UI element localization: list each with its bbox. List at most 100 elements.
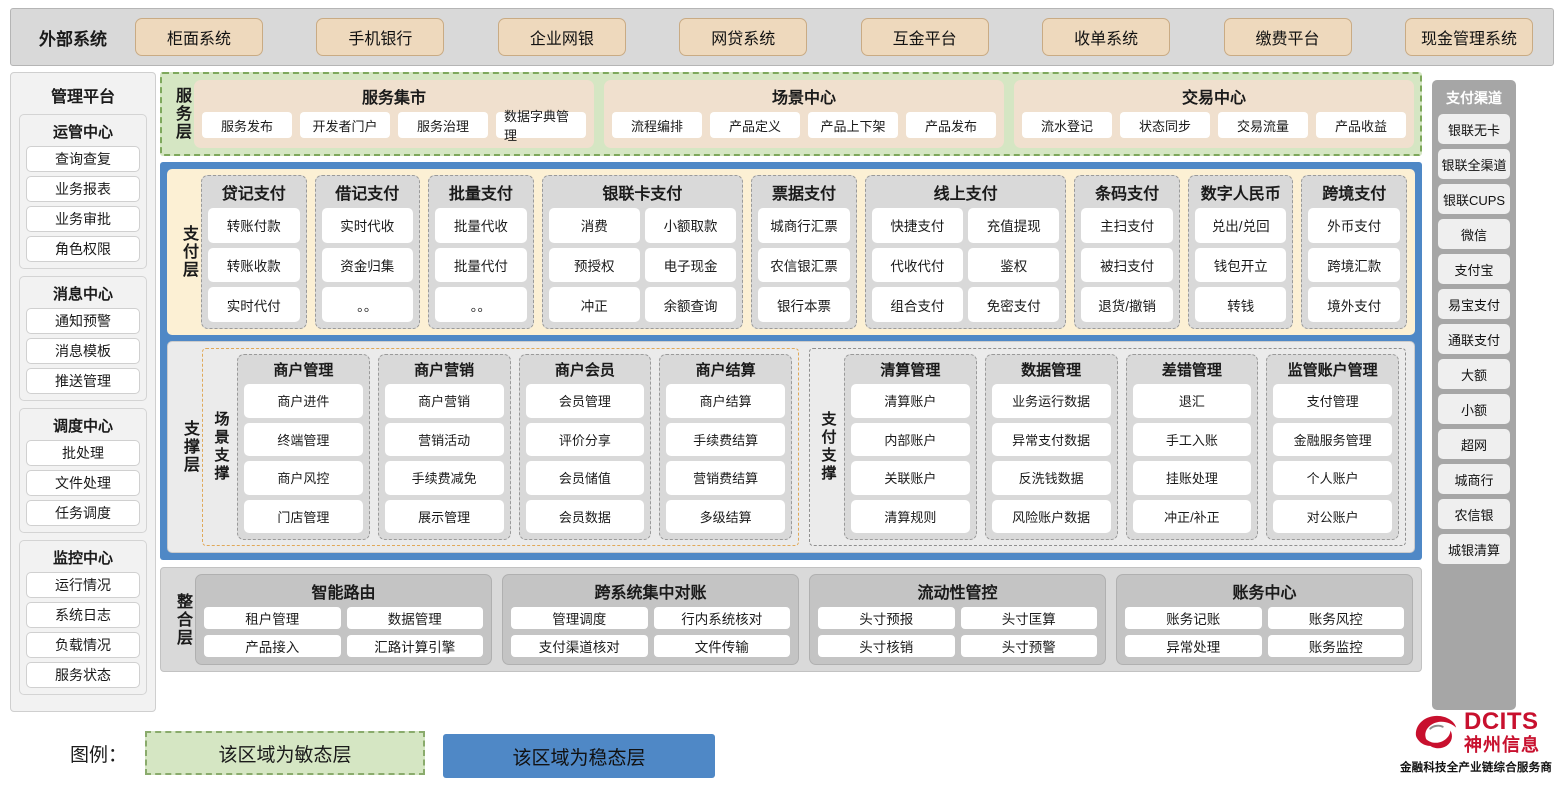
- payment-item[interactable]: 转钱: [1194, 287, 1287, 322]
- management-item[interactable]: 业务报表: [26, 176, 140, 202]
- external-system-chip[interactable]: 缴费平台: [1223, 18, 1352, 56]
- integration-item[interactable]: 账务风控: [1267, 607, 1404, 629]
- management-item[interactable]: 系统日志: [26, 602, 140, 628]
- support-item[interactable]: 清算规则: [851, 499, 970, 533]
- support-item[interactable]: 展示管理: [384, 499, 504, 533]
- service-item[interactable]: 服务发布: [202, 112, 292, 138]
- service-item[interactable]: 产品收益: [1316, 112, 1406, 138]
- payment-item[interactable]: 组合支付: [871, 287, 964, 322]
- integration-item[interactable]: 产品接入: [204, 635, 341, 657]
- management-item[interactable]: 任务调度: [26, 500, 140, 526]
- integration-item[interactable]: 头寸预警: [960, 635, 1097, 657]
- payment-item[interactable]: 冲正: [548, 287, 640, 322]
- integration-item[interactable]: 头寸匡算: [960, 607, 1097, 629]
- payment-item[interactable]: 电子现金: [644, 247, 737, 283]
- payment-item[interactable]: 免密支付: [968, 287, 1060, 322]
- payment-channel-item[interactable]: 银联全渠道: [1438, 149, 1510, 179]
- payment-channel-item[interactable]: 城银清算: [1438, 534, 1510, 564]
- integration-item[interactable]: 租户管理: [204, 607, 341, 629]
- integration-item[interactable]: 汇路计算引擎: [346, 635, 483, 657]
- support-item[interactable]: 门店管理: [244, 499, 363, 533]
- payment-item[interactable]: 批量代收: [435, 208, 527, 243]
- service-item[interactable]: 服务治理: [398, 112, 488, 138]
- management-item[interactable]: 角色权限: [26, 236, 140, 262]
- support-item[interactable]: 手工入账: [1132, 422, 1252, 456]
- support-item[interactable]: 反洗钱数据: [991, 461, 1111, 495]
- support-item[interactable]: 会员数据: [525, 499, 645, 533]
- payment-item[interactable]: 预授权: [548, 247, 640, 283]
- payment-item[interactable]: 主扫支付: [1081, 208, 1173, 243]
- payment-item[interactable]: 退货/撤销: [1081, 287, 1173, 322]
- management-item[interactable]: 服务状态: [26, 662, 140, 688]
- management-item[interactable]: 批处理: [26, 440, 140, 466]
- support-item[interactable]: 多级结算: [666, 499, 785, 533]
- payment-item[interactable]: 城商行汇票: [758, 208, 850, 243]
- payment-channel-item[interactable]: 通联支付: [1438, 324, 1510, 354]
- management-item[interactable]: 消息模板: [26, 338, 140, 364]
- payment-item[interactable]: 鉴权: [968, 247, 1060, 283]
- support-item[interactable]: 退汇: [1132, 384, 1252, 418]
- external-system-chip[interactable]: 现金管理系统: [1404, 18, 1533, 56]
- support-item[interactable]: 支付管理: [1273, 384, 1392, 418]
- service-item[interactable]: 流水登记: [1022, 112, 1112, 138]
- support-item[interactable]: 会员管理: [525, 384, 645, 418]
- payment-item[interactable]: 。。: [435, 287, 527, 322]
- service-item[interactable]: 流程编排: [612, 112, 702, 138]
- integration-item[interactable]: 头寸预报: [818, 607, 955, 629]
- integration-item[interactable]: 头寸核销: [818, 635, 955, 657]
- external-system-chip[interactable]: 收单系统: [1042, 18, 1171, 56]
- support-item[interactable]: 对公账户: [1273, 499, 1392, 533]
- payment-channel-item[interactable]: 小额: [1438, 394, 1510, 424]
- support-item[interactable]: 商户营销: [384, 384, 504, 418]
- external-system-chip[interactable]: 互金平台: [860, 18, 989, 56]
- support-item[interactable]: 营销费结算: [666, 461, 785, 495]
- payment-item[interactable]: 转账收款: [208, 247, 300, 283]
- support-item[interactable]: 异常支付数据: [991, 422, 1111, 456]
- integration-item[interactable]: 账务记账: [1125, 607, 1262, 629]
- support-item[interactable]: 商户进件: [244, 384, 363, 418]
- integration-item[interactable]: 异常处理: [1125, 635, 1262, 657]
- payment-channel-item[interactable]: 城商行: [1438, 464, 1510, 494]
- payment-item[interactable]: 银行本票: [758, 287, 850, 322]
- payment-channel-item[interactable]: 易宝支付: [1438, 289, 1510, 319]
- support-item[interactable]: 商户风控: [244, 461, 363, 495]
- integration-item[interactable]: 管理调度: [511, 607, 648, 629]
- payment-item[interactable]: 实时代付: [208, 287, 300, 322]
- integration-item[interactable]: 支付渠道核对: [511, 635, 648, 657]
- support-item[interactable]: 挂账处理: [1132, 461, 1252, 495]
- support-item[interactable]: 风险账户数据: [991, 499, 1111, 533]
- support-item[interactable]: 清算账户: [851, 384, 970, 418]
- support-item[interactable]: 关联账户: [851, 461, 970, 495]
- integration-item[interactable]: 账务监控: [1267, 635, 1404, 657]
- payment-item[interactable]: 兑出/兑回: [1194, 208, 1287, 243]
- payment-item[interactable]: 外币支付: [1308, 208, 1400, 243]
- payment-item[interactable]: 农信银汇票: [758, 247, 850, 283]
- support-item[interactable]: 冲正/补正: [1132, 499, 1252, 533]
- payment-item[interactable]: 被扫支付: [1081, 247, 1173, 283]
- service-item[interactable]: 开发者门户: [300, 112, 390, 138]
- service-item[interactable]: 状态同步: [1120, 112, 1210, 138]
- external-system-chip[interactable]: 企业网银: [497, 18, 626, 56]
- payment-item[interactable]: 实时代收: [321, 208, 414, 243]
- payment-channel-item[interactable]: 银联无卡: [1438, 114, 1510, 144]
- service-item[interactable]: 交易流量: [1218, 112, 1308, 138]
- payment-item[interactable]: 资金归集: [321, 247, 414, 283]
- management-item[interactable]: 业务审批: [26, 206, 140, 232]
- payment-item[interactable]: 余额查询: [644, 287, 737, 322]
- payment-item[interactable]: 快捷支付: [871, 208, 964, 243]
- payment-item[interactable]: 代收代付: [871, 247, 964, 283]
- payment-item[interactable]: 跨境汇款: [1308, 247, 1400, 283]
- support-item[interactable]: 营销活动: [384, 422, 504, 456]
- support-item[interactable]: 个人账户: [1273, 461, 1392, 495]
- support-item[interactable]: 内部账户: [851, 422, 970, 456]
- payment-item[interactable]: 转账付款: [208, 208, 300, 243]
- integration-item[interactable]: 行内系统核对: [653, 607, 790, 629]
- support-item[interactable]: 评价分享: [525, 422, 645, 456]
- payment-item[interactable]: 。。: [321, 287, 414, 322]
- management-item[interactable]: 负载情况: [26, 632, 140, 658]
- payment-channel-item[interactable]: 农信银: [1438, 499, 1510, 529]
- service-item[interactable]: 产品定义: [710, 112, 800, 138]
- payment-channel-item[interactable]: 微信: [1438, 219, 1510, 249]
- support-item[interactable]: 手续费减免: [384, 461, 504, 495]
- service-item[interactable]: 产品上下架: [808, 112, 898, 138]
